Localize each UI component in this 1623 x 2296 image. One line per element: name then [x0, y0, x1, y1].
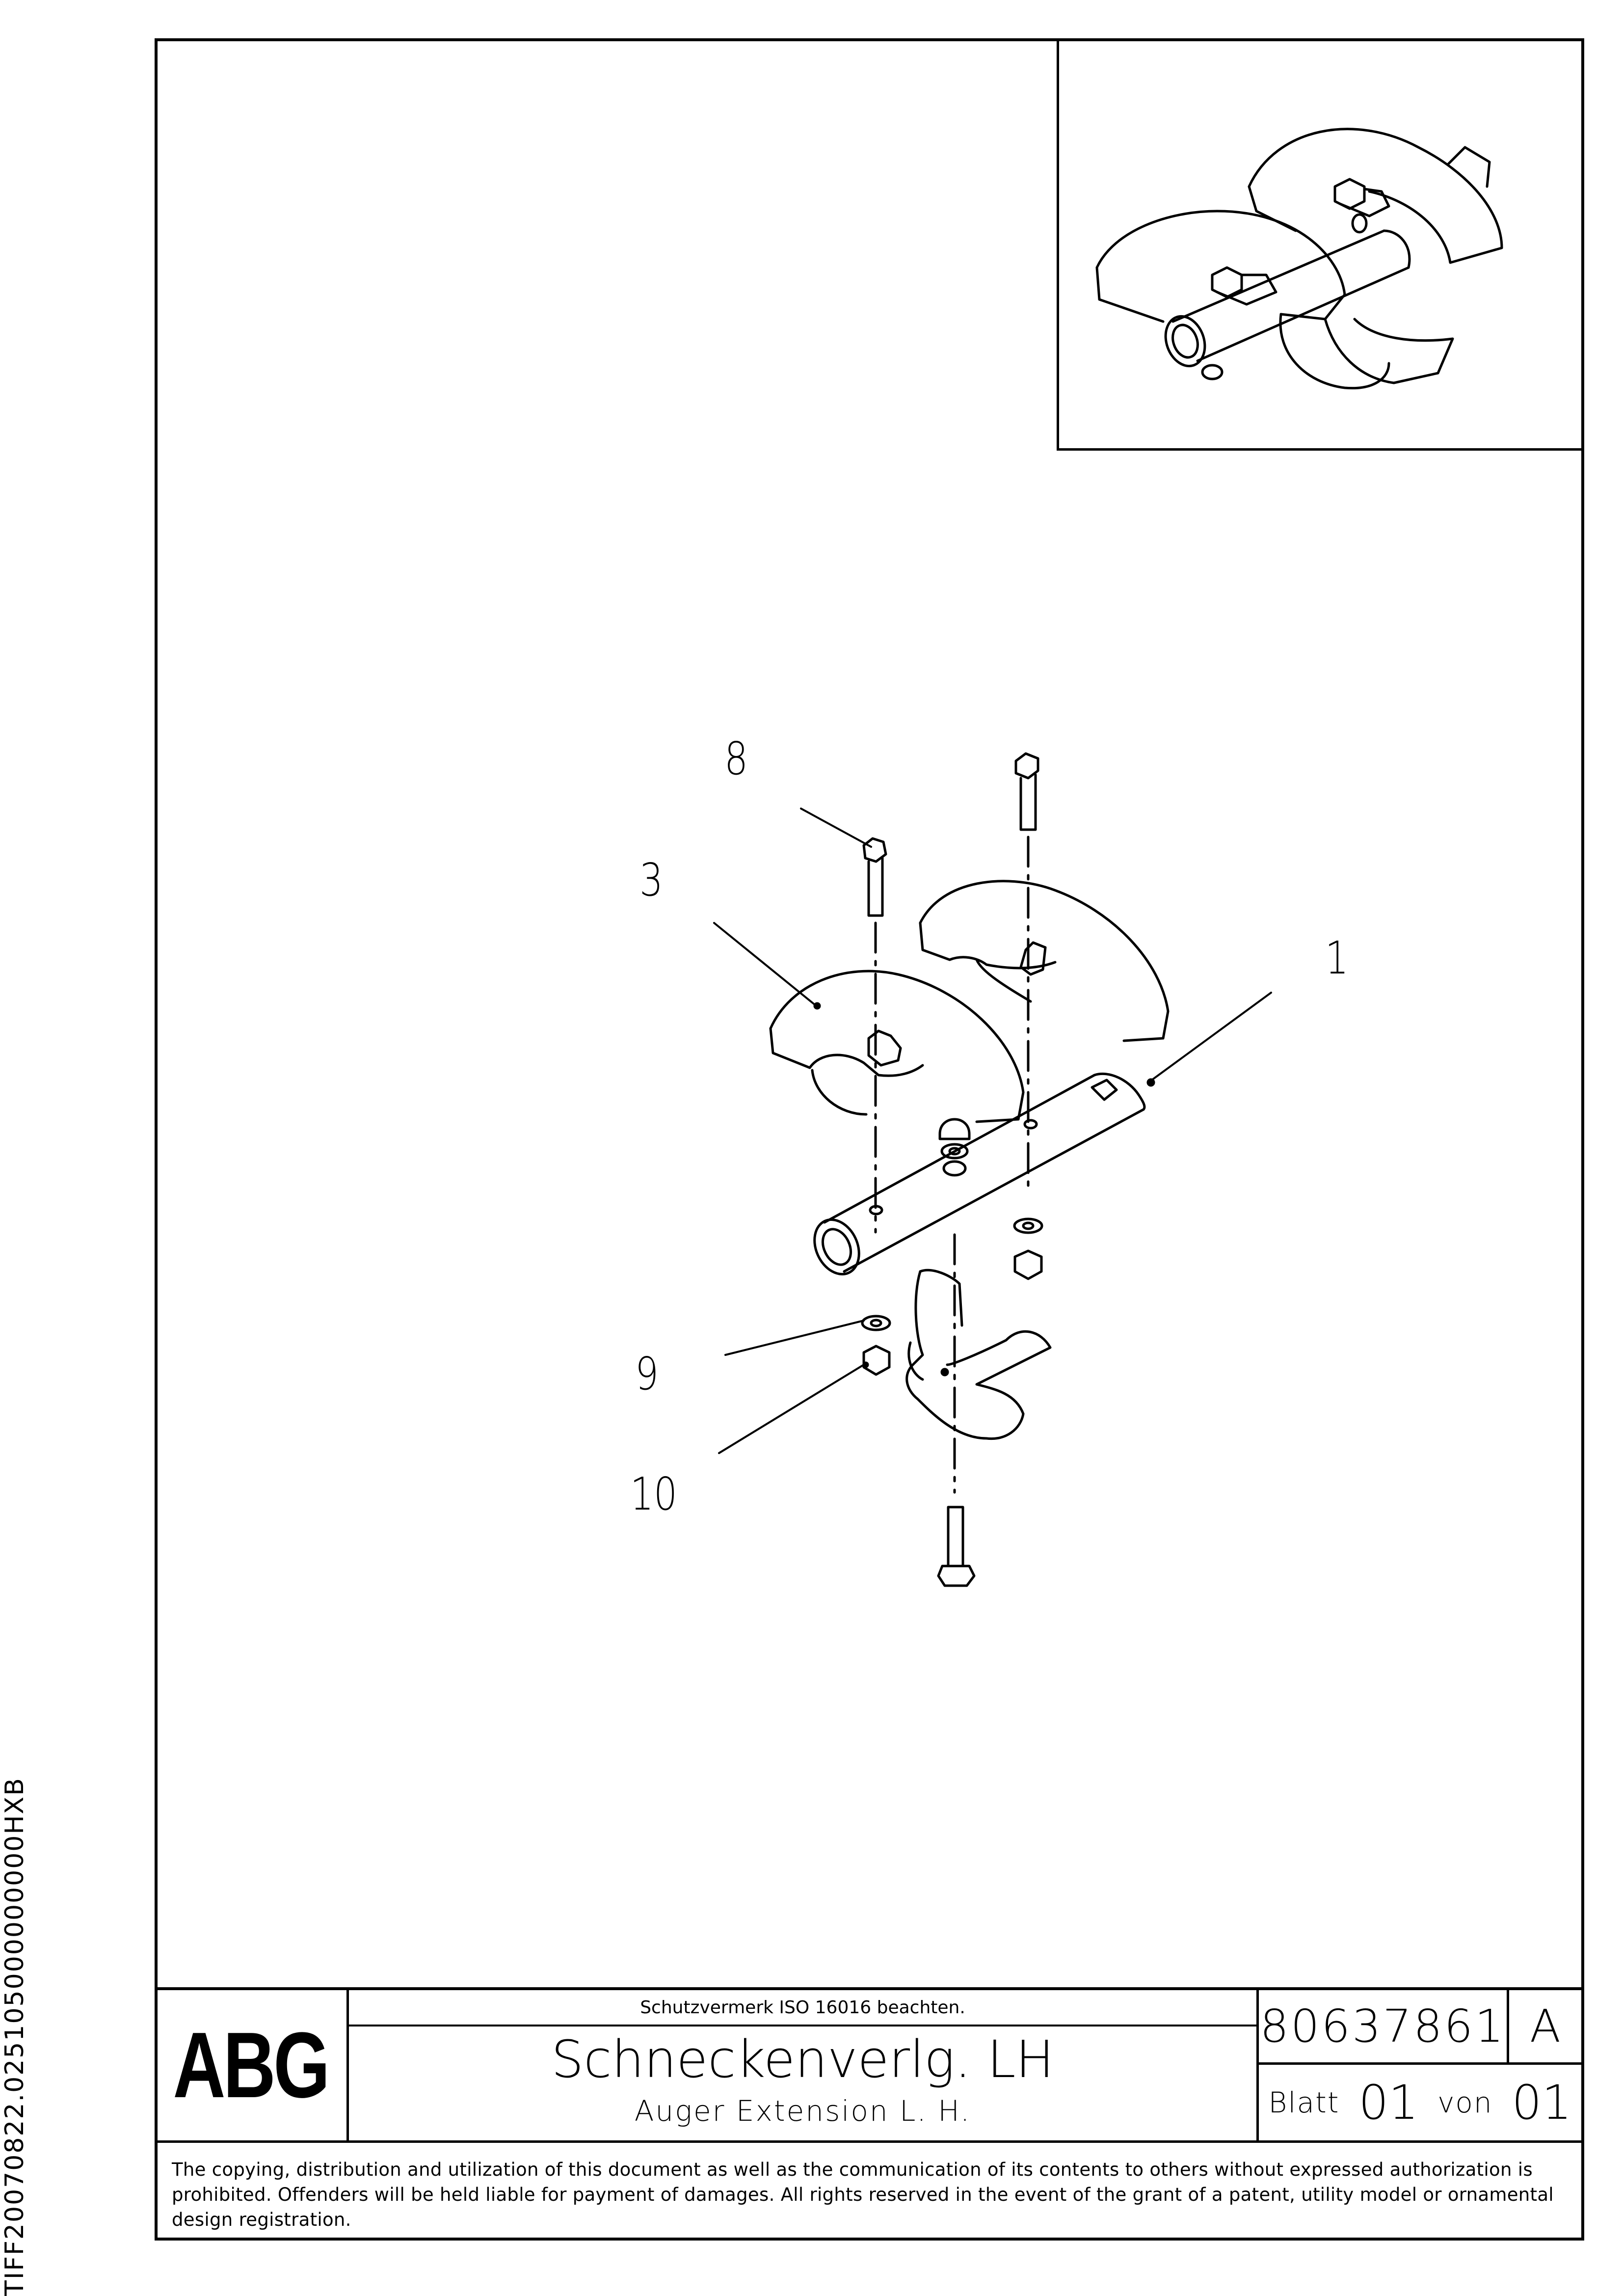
callout-3: 3	[639, 854, 664, 906]
title-block: ABG Schutzvermerk ISO 16016 beachten. Sc…	[155, 1987, 1584, 2140]
callout-9: 9	[635, 1348, 659, 1400]
callout-10: 10	[630, 1468, 678, 1520]
drawing-frame	[155, 38, 1584, 2241]
document-side-code: TIFF20070822.025105000000000HXB	[0, 1777, 29, 2296]
part-number: 80637861	[1259, 1990, 1509, 2065]
number-cell: 80637861 A Blatt 01 von 01	[1259, 1990, 1581, 2140]
logo-cell: ABG	[155, 1990, 349, 2140]
title-cell: Schutzvermerk ISO 16016 beachten. Schnec…	[349, 1990, 1259, 2140]
abg-logo: ABG	[173, 2013, 330, 2117]
drawing-title: Schneckenverlg. LH	[551, 2029, 1054, 2089]
exploded-parts-illustration	[713, 752, 1272, 1587]
sheet-total: 01	[1512, 2075, 1572, 2130]
drawing-subtitle: Auger Extension L. H.	[634, 2094, 971, 2128]
of-label: von	[1437, 2086, 1493, 2119]
sheet-info: Blatt 01 von 01	[1259, 2065, 1581, 2140]
revision: A	[1509, 1990, 1581, 2065]
sheet-label: Blatt	[1268, 2086, 1340, 2119]
protection-note: Schutzvermerk ISO 16016 beachten.	[349, 1990, 1256, 2026]
assembled-auger-illustration	[1095, 128, 1503, 390]
callout-1: 1	[1325, 932, 1349, 984]
callout-8: 8	[724, 732, 748, 785]
sheet-number: 01	[1358, 2075, 1419, 2130]
legal-box	[155, 2140, 1584, 2241]
assembly-view-inset	[1057, 38, 1584, 451]
legal-notice: The copying, distribution and utilizatio…	[172, 2159, 1554, 2230]
